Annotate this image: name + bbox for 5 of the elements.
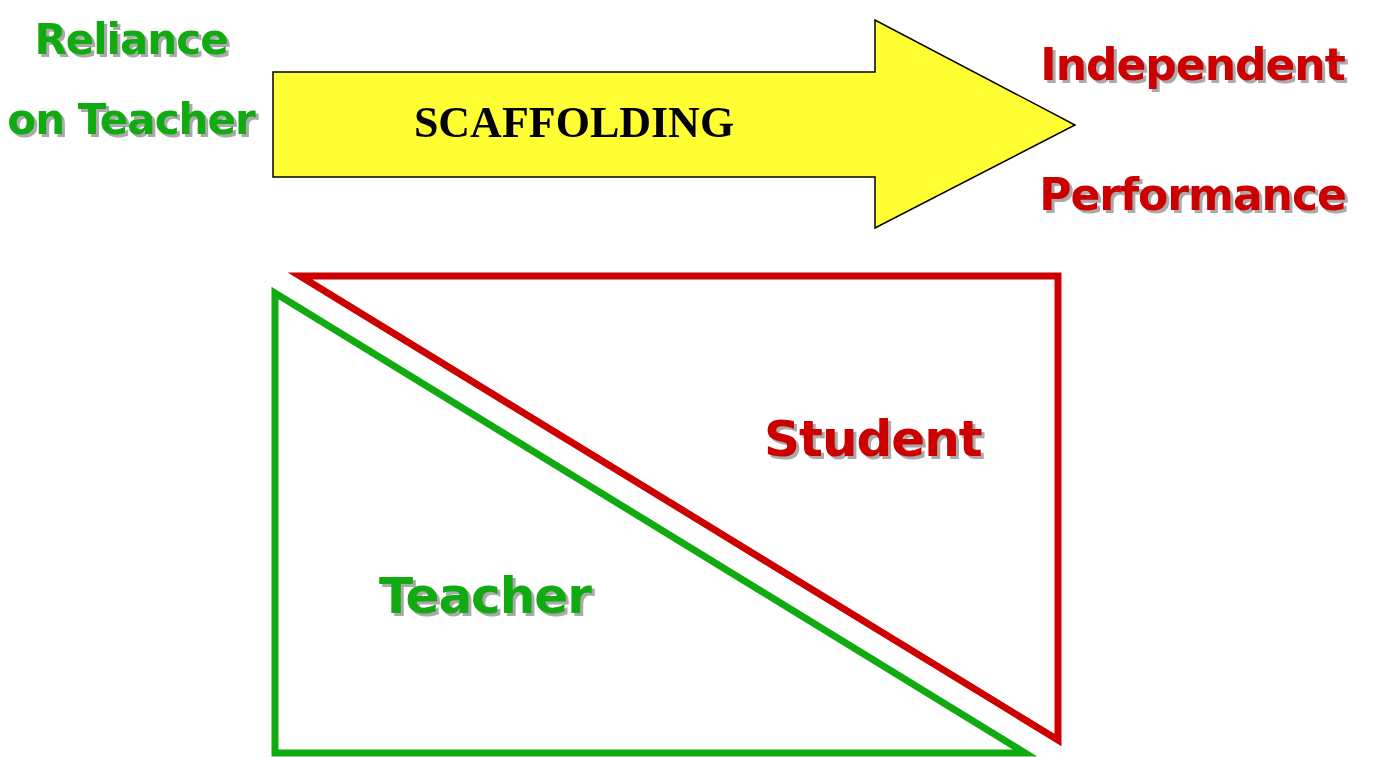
arrow-label: SCAFFOLDING	[412, 97, 736, 149]
triangle-label: Student	[764, 410, 982, 468]
phrase-label: Reliance on Teacher	[0, 0, 262, 160]
triangle-label: Teacher	[379, 567, 591, 625]
phrase-label: Independent Performance	[1000, 0, 1385, 260]
